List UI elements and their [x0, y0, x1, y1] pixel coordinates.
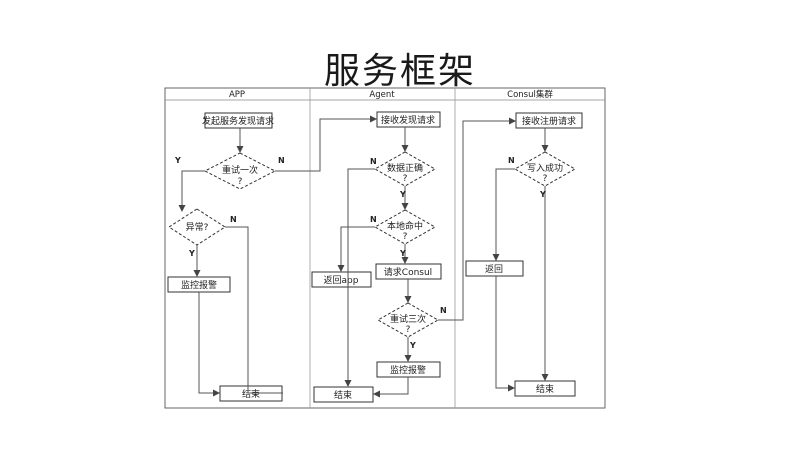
agent-cache-hit-diamond [373, 209, 437, 245]
agent-end-label: 结束 [334, 389, 352, 401]
app-start-box [204, 112, 273, 129]
agent-receive-label: 接收发现请求 [381, 114, 435, 126]
agent-cache-hit-label: 本地命中 [387, 220, 423, 232]
consul-return-box [465, 260, 524, 277]
app-start-label: 发起服务发现请求 [202, 115, 274, 127]
agent-data-ok-q: ? [403, 174, 408, 184]
agent-data-ok-yes: Y [399, 190, 406, 199]
lane-header-consul: Consul集群 [507, 89, 553, 100]
consul-end-label: 结束 [536, 383, 554, 395]
agent-receive-box [376, 111, 441, 128]
consul-write-ok-label: 写入成功 [527, 162, 563, 174]
agent-cache-hit-q: ? [403, 232, 408, 242]
agent-data-ok-no: N [370, 157, 377, 166]
app-exception-label: 异常? [186, 221, 209, 233]
agent-return-app-box [311, 271, 372, 288]
app-retry-diamond [203, 152, 277, 190]
agent-data-ok-diamond [373, 151, 437, 187]
agent-data-ok-label: 数据正确 [387, 162, 423, 174]
agent-retry-three-diamond [376, 302, 440, 338]
agent-return-app-label: 返回app [324, 274, 359, 286]
app-end-label: 结束 [242, 388, 260, 400]
consul-receive-label: 接收注册请求 [522, 115, 576, 127]
agent-retry-three-label: 重试三次 [390, 313, 426, 325]
app-retry-yes: Y [174, 156, 181, 165]
consul-end-box [514, 380, 576, 397]
agent-retry-three-yes: Y [409, 341, 416, 350]
page-title: 服务框架 [323, 51, 476, 92]
consul-write-ok-q: ? [543, 174, 548, 184]
app-alarm-label: 监控报警 [181, 279, 217, 291]
agent-request-consul-label: 请求Consul [384, 266, 432, 278]
app-retry-no: N [278, 156, 285, 165]
agent-retry-three-no: N [440, 306, 447, 315]
app-retry-q: ? [238, 177, 243, 187]
consul-write-ok-no: N [508, 156, 515, 165]
app-exception-no: N [230, 215, 237, 224]
app-exception-yes: Y [188, 249, 195, 258]
lane-header-app: APP [229, 90, 245, 100]
agent-cache-hit-no: N [370, 215, 377, 224]
consul-write-ok-yes: Y [539, 190, 546, 199]
diagram-frame [164, 87, 606, 409]
consul-receive-box [515, 112, 583, 129]
consul-write-ok-diamond [513, 151, 577, 187]
lane-header-agent: Agent [369, 90, 395, 100]
agent-alarm-label: 监控报警 [390, 364, 426, 376]
agent-retry-three-q: ? [406, 325, 411, 335]
app-retry-label: 重试一次 [222, 164, 258, 176]
consul-return-label: 返回 [485, 263, 503, 275]
agent-cache-hit-yes: Y [399, 249, 406, 258]
